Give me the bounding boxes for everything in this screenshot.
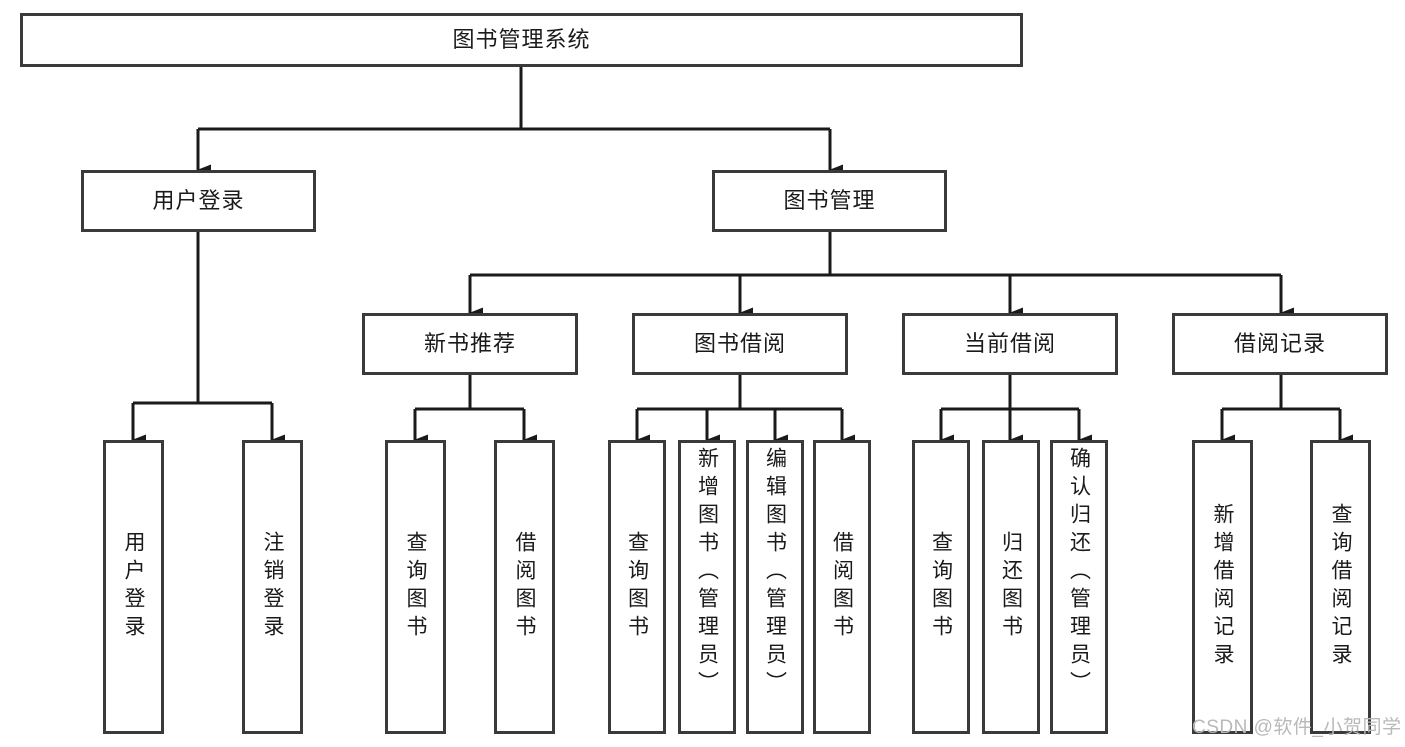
- leaf-label: 查询借阅记录: [1329, 503, 1352, 671]
- leaf-query-book[interactable]: 查询图书: [608, 440, 666, 734]
- leaf-query-book-current[interactable]: 查询图书: [912, 440, 970, 734]
- leaf-label: 借阅图书: [513, 531, 536, 643]
- leaf-query-borrow-record[interactable]: 查询借阅记录: [1310, 440, 1371, 734]
- node-label: 图书管理: [783, 187, 876, 213]
- leaf-user-login[interactable]: 用户登录: [103, 440, 164, 734]
- node-label: 图书管理系统: [452, 26, 591, 52]
- node-current-borrow[interactable]: 当前借阅: [902, 313, 1118, 375]
- node-label: 图书借阅: [693, 330, 786, 356]
- leaf-edit-book-admin[interactable]: 编辑图书（管理员）: [746, 440, 804, 734]
- leaf-label: 编辑图书（管理员）: [763, 447, 787, 699]
- leaf-query-book-recommend[interactable]: 查询图书: [385, 440, 446, 734]
- leaf-label: 用户登录: [122, 531, 145, 643]
- node-label: 当前借阅: [963, 330, 1056, 356]
- node-borrow-record[interactable]: 借阅记录: [1172, 313, 1388, 375]
- leaf-label: 确认归还（管理员）: [1067, 447, 1091, 699]
- node-label: 新书推荐: [423, 330, 516, 356]
- leaf-borrow-book[interactable]: 借阅图书: [813, 440, 871, 734]
- leaf-return-book[interactable]: 归还图书: [982, 440, 1040, 734]
- node-new-book-recommend[interactable]: 新书推荐: [362, 313, 578, 375]
- leaf-label: 注销登录: [261, 531, 284, 643]
- leaf-label: 新增图书（管理员）: [695, 447, 719, 699]
- node-book-management[interactable]: 图书管理: [712, 170, 947, 232]
- node-book-borrow[interactable]: 图书借阅: [632, 313, 848, 375]
- leaf-label: 查询图书: [404, 531, 427, 643]
- leaf-label: 新增借阅记录: [1211, 503, 1234, 671]
- node-user-login[interactable]: 用户登录: [81, 170, 316, 232]
- node-label: 用户登录: [152, 187, 245, 213]
- leaf-label: 归还图书: [999, 531, 1023, 643]
- node-root-system[interactable]: 图书管理系统: [20, 13, 1023, 67]
- node-label: 借阅记录: [1233, 330, 1326, 356]
- leaf-add-book-admin[interactable]: 新增图书（管理员）: [678, 440, 736, 734]
- leaf-borrow-book-recommend[interactable]: 借阅图书: [494, 440, 555, 734]
- leaf-label: 查询图书: [625, 531, 649, 643]
- leaf-add-borrow-record[interactable]: 新增借阅记录: [1192, 440, 1253, 734]
- leaf-confirm-return-admin[interactable]: 确认归还（管理员）: [1050, 440, 1108, 734]
- leaf-label: 借阅图书: [830, 531, 854, 643]
- leaf-label: 查询图书: [929, 531, 953, 643]
- leaf-user-logout[interactable]: 注销登录: [242, 440, 303, 734]
- watermark-text: CSDN @软件_小贺同学: [1192, 717, 1402, 738]
